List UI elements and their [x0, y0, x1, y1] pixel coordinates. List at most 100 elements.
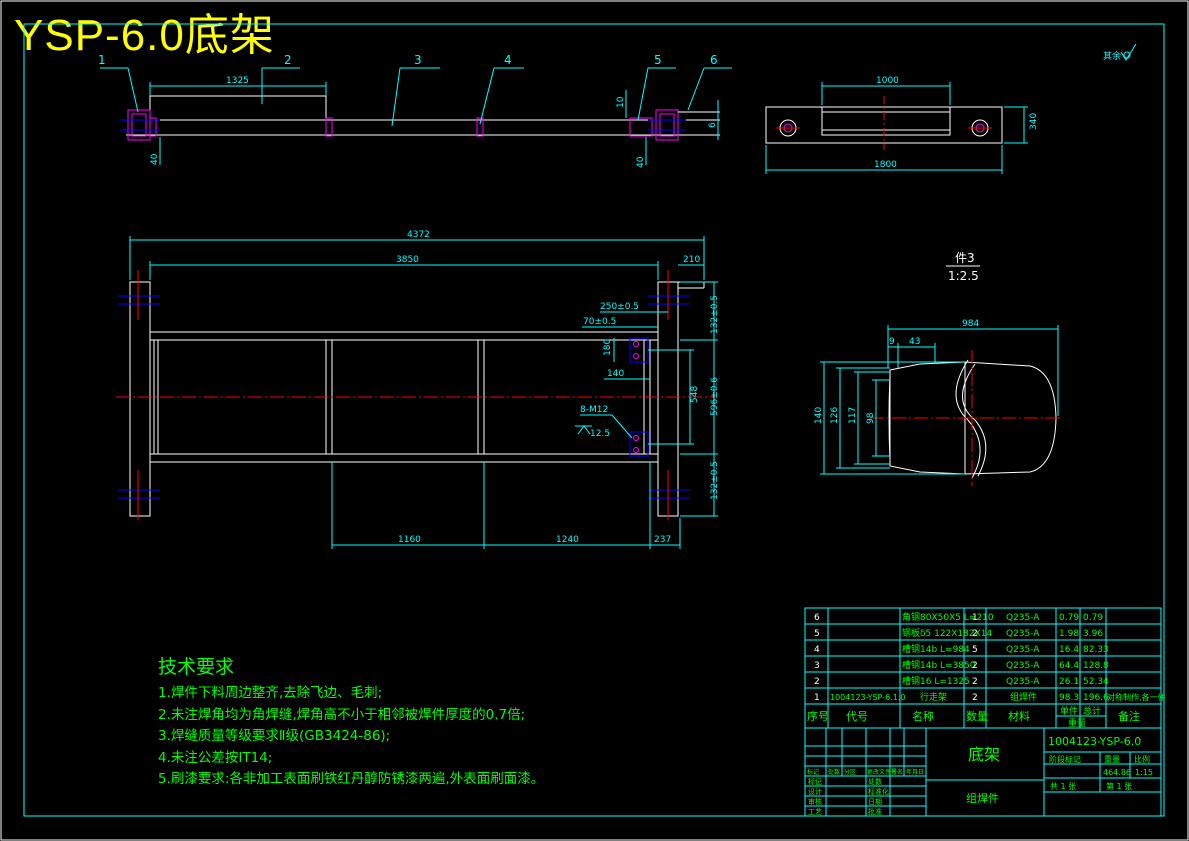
approval-count: 处数 — [868, 777, 882, 786]
bom-row: 4 槽钢14b L=984 5 Q235-A 16.4 82.33 — [814, 643, 1109, 655]
detail-dim-98: 98 — [866, 412, 876, 424]
balloon-5: 5 — [654, 53, 662, 67]
drawing-title: YSP-6.0底架 — [14, 11, 275, 60]
weight-label: 重量 — [1104, 754, 1120, 764]
bom-qty: 2 — [972, 677, 978, 687]
dim-3850: 3850 — [396, 255, 419, 265]
note-line: 1.焊件下料周边整齐,去除飞边、毛刺; — [158, 685, 383, 701]
bom-qty: 2 — [972, 629, 978, 639]
bom-row: 6 角钢80X50X5 L=210 1 Q235-A 0.79 0.79 — [814, 611, 1103, 623]
bom-unit-weight: 26.1 — [1059, 677, 1079, 687]
bom-total-weight: 0.79 — [1083, 613, 1103, 623]
detail-dim-126: 126 — [830, 407, 840, 424]
bom-material: Q235-A — [1006, 661, 1040, 671]
note-line: 2.未注焊角均为角焊缝,焊角高不小于相邻被焊件厚度的0.7倍; — [158, 706, 526, 723]
top-view: 1325 40 40 10 6 1 2 3 4 — [98, 53, 732, 168]
approval-approve: 批准 — [868, 807, 882, 816]
revision-header: 标记 处数 分区 更改文件号 签名 年月日 — [807, 768, 924, 776]
mass-value: 464.86 — [1103, 768, 1131, 777]
approval-mark: 标记 — [808, 777, 822, 786]
approval-rows: 标记 设计 审核 工艺 处数 标准化 日期 批准 — [808, 777, 889, 816]
bom-name: 钢板δ5 122X182X14 — [902, 627, 993, 639]
bom-header-name: 名称 — [912, 709, 934, 723]
detail-scale: 1:2.5 — [948, 269, 979, 283]
bom-unit-weight: 98.3 — [1059, 693, 1079, 703]
note-line: 4.未注公差按IT14; — [158, 749, 273, 766]
dim-40-left: 40 — [150, 153, 160, 165]
approval-review: 审核 — [808, 797, 822, 806]
bom-name: 行走架 — [920, 691, 947, 703]
detail-dim-140: 140 — [814, 407, 824, 424]
bom-unit-weight: 1.98 — [1059, 629, 1079, 639]
bom-note: 对称制作,各一件 — [1107, 692, 1166, 702]
bolt-note: 8-M12 — [580, 405, 608, 415]
rev-header-date: 年月日 — [906, 768, 924, 776]
dim-340: 340 — [1029, 113, 1039, 130]
rev-header-sign: 签名 — [891, 768, 903, 776]
roughness-symbol: 其余 — [1103, 43, 1137, 62]
dim-237: 237 — [654, 535, 671, 545]
dim-40-right: 40 — [636, 156, 646, 168]
bom-name: 角钢80X50X5 L=210 — [902, 611, 994, 623]
bom-qty: 2 — [972, 693, 978, 703]
detail-dim-43: 43 — [909, 337, 920, 347]
scale-value: 1:15 — [1135, 768, 1153, 777]
dim-1800: 1800 — [874, 160, 897, 170]
bom-material: 组焊件 — [1010, 691, 1037, 703]
part-name: 底架 — [968, 745, 1000, 764]
sheet-number: 第 1 张 — [1106, 781, 1132, 791]
bom-material: Q235-A — [1006, 613, 1040, 623]
drawing-number: 1004123-YSP-6.0 — [1048, 735, 1141, 748]
plan-view: 4372 3850 210 250±0.5 70±0.5 180 140 548… — [116, 230, 720, 549]
dim-70: 70±0.5 — [583, 317, 616, 327]
bom-row: 2 槽钢16 L=1325 2 Q235-A 26.1 52.34 — [814, 675, 1109, 687]
dim-4372: 4372 — [407, 230, 430, 240]
approval-date: 日期 — [868, 798, 882, 806]
dim-1240: 1240 — [556, 535, 579, 545]
bom-code: 1004123-YSP-6.1.0 — [830, 693, 905, 702]
rev-header-mark: 标记 — [807, 768, 819, 776]
bom-header-weight: 重量 — [1068, 717, 1086, 729]
frame-border — [23, 23, 1165, 817]
detail-dim-117: 117 — [848, 407, 858, 424]
rev-header-zone: 分区 — [844, 768, 856, 776]
dim-1000: 1000 — [876, 76, 899, 86]
side-view: 1000 1800 340 — [765, 76, 1039, 174]
detail-view: 件3 1:2.5 984 9 43 140 126 117 98 — [814, 251, 1062, 486]
bom-total-weight: 196.6 — [1083, 693, 1109, 703]
dim-6: 6 — [708, 122, 718, 128]
note-line: 5.刷漆要求:各非加工表面刷铁红丹醇防锈漆两遍,外表面刷面漆。 — [158, 771, 545, 787]
bom-header-no: 序号 — [807, 709, 829, 723]
dim-132-bottom: 132±0.5 — [710, 461, 720, 500]
bom-name: 槽钢16 L=1325 — [902, 675, 970, 687]
bom-row: 1 1004123-YSP-6.1.0 行走架 2 组焊件 98.3 196.6… — [814, 691, 1166, 703]
bom-total-weight: 3.96 — [1083, 629, 1103, 639]
dim-140: 140 — [607, 369, 624, 379]
balloon-3: 3 — [414, 53, 422, 67]
scale-label: 比例 — [1134, 754, 1150, 764]
bom-header: 序号 代号 名称 数量 材料 单件 总计 重量 备注 — [807, 705, 1140, 729]
approval-process: 工艺 — [808, 808, 822, 816]
bom-row: 5 钢板δ5 122X182X14 2 Q235-A 1.98 3.96 — [814, 627, 1103, 639]
rev-header-doc: 更改文件号 — [867, 768, 897, 776]
bom-header-unit: 单件 — [1060, 705, 1078, 717]
approval-standard: 标准化 — [868, 787, 889, 796]
stage-label: 阶段标记 — [1049, 754, 1081, 764]
dim-548: 548 — [690, 386, 700, 403]
bom-material: Q235-A — [1006, 645, 1040, 655]
dim-1325: 1325 — [226, 76, 249, 86]
part-type: 组焊件 — [966, 791, 999, 805]
dim-596: 596±0.6 — [710, 377, 720, 416]
roughness-label: 其余 — [1103, 50, 1121, 62]
bom-name: 槽钢14b L=984 — [902, 643, 970, 655]
balloon-2: 2 — [284, 53, 292, 67]
balloon-6: 6 — [710, 53, 718, 67]
detail-label: 件3 — [955, 251, 975, 265]
bom-no: 3 — [814, 661, 820, 671]
bom-header-note: 备注 — [1118, 709, 1140, 723]
bom-qty: 1 — [972, 613, 978, 623]
bom-total-weight: 128.8 — [1083, 661, 1109, 671]
roughness-12-5: 12.5 — [590, 429, 610, 439]
approval-design: 设计 — [808, 787, 822, 796]
